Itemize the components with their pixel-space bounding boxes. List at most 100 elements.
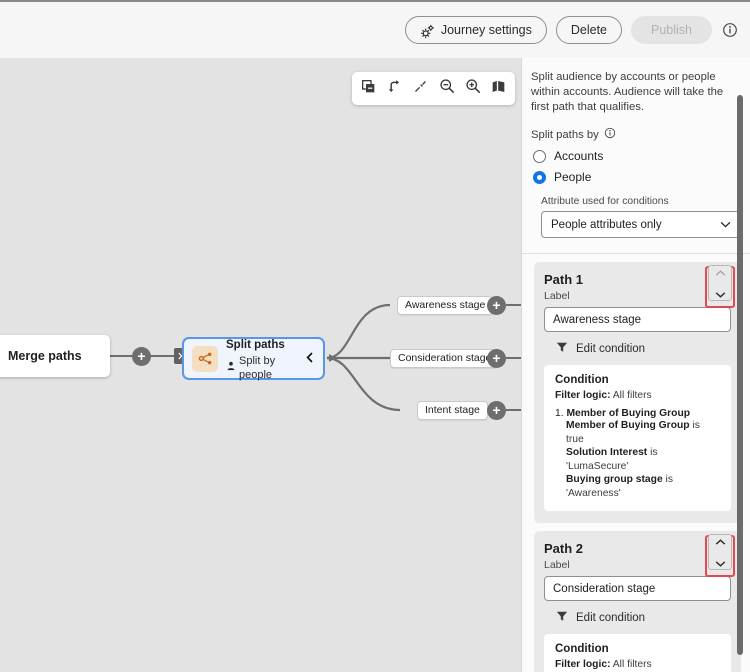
zoom-out-tool[interactable] bbox=[435, 76, 458, 101]
panel-description: Split audience by accounts or people wit… bbox=[531, 71, 724, 113]
condition-filter-logic: Filter logic: All filters bbox=[555, 390, 720, 401]
path-2-label-value: Consideration stage bbox=[553, 582, 656, 595]
redo-arrow-icon bbox=[387, 79, 402, 99]
add-step-plus-branch-1[interactable]: + bbox=[487, 296, 506, 315]
zoom-out-icon bbox=[439, 78, 455, 99]
zoom-in-icon bbox=[465, 78, 481, 99]
share-split-icon bbox=[192, 345, 218, 372]
condition-line-attr: Solution Interest bbox=[566, 447, 648, 458]
condition-line-attr: Member of Buying Group bbox=[566, 420, 690, 431]
filter-icon bbox=[556, 610, 568, 625]
chevron-up-icon[interactable] bbox=[715, 532, 726, 550]
filter-icon bbox=[556, 341, 568, 356]
path-2-title: Path 2 bbox=[544, 541, 584, 556]
path-1-edit-condition-label: Edit condition bbox=[576, 342, 646, 355]
radio-people-label: People bbox=[554, 170, 592, 184]
path-2-condition-box: Condition Filter logic: All filters 1. M… bbox=[544, 634, 731, 672]
branch-label-3[interactable]: Intent stage bbox=[417, 401, 488, 420]
canvas-toolbar bbox=[352, 72, 515, 105]
attribute-select[interactable]: People attributes only bbox=[541, 211, 741, 238]
split-paths-title: Split paths bbox=[226, 339, 285, 351]
person-icon bbox=[226, 361, 236, 375]
top-toolbar: Journey settings Delete Publish bbox=[0, 0, 750, 58]
condition-title: Condition bbox=[555, 374, 609, 386]
add-step-plus-merge[interactable]: + bbox=[132, 347, 151, 366]
chevron-down-icon[interactable] bbox=[715, 554, 726, 572]
condition-index: 1. bbox=[555, 408, 564, 419]
chevron-down-icon bbox=[720, 219, 731, 231]
chevron-up-icon[interactable] bbox=[715, 263, 726, 281]
collapse-chevron-icon[interactable] bbox=[305, 351, 315, 367]
condition-filter-logic: Filter logic: All filters bbox=[555, 659, 720, 670]
path-2-reorder-control[interactable] bbox=[708, 534, 732, 570]
branch-label-1[interactable]: Awareness stage bbox=[397, 296, 494, 315]
path-2-edit-condition-button[interactable]: Edit condition bbox=[556, 610, 731, 625]
condition-line: Buying group stage is 'Awareness' bbox=[566, 473, 720, 500]
plus-glyph: + bbox=[492, 350, 501, 366]
split-paths-by-label: Split paths by bbox=[531, 128, 599, 141]
split-paths-by-row: Split paths by bbox=[522, 115, 750, 142]
journey-canvas[interactable]: Merge paths + Split paths bbox=[0, 58, 521, 672]
minimap-icon bbox=[491, 79, 506, 99]
plus-glyph: + bbox=[492, 297, 501, 313]
add-step-plus-branch-2[interactable]: + bbox=[487, 349, 506, 368]
branch-label-2[interactable]: Consideration stage bbox=[390, 349, 500, 368]
zoom-in-tool[interactable] bbox=[461, 76, 484, 101]
info-circle-icon[interactable] bbox=[604, 127, 616, 142]
merge-paths-label: Merge paths bbox=[8, 349, 82, 363]
branch-label-text: Consideration stage bbox=[398, 352, 492, 364]
path-1-label-input[interactable]: Awareness stage bbox=[544, 307, 731, 332]
split-paths-settings-panel: Split audience by accounts or people wit… bbox=[521, 58, 750, 672]
attribute-select-value: People attributes only bbox=[551, 218, 662, 231]
branch-label-text: Awareness stage bbox=[405, 299, 486, 311]
condition-group-row: 1. Member of Buying Group bbox=[555, 408, 720, 419]
path-2-reorder-highlight bbox=[705, 534, 735, 577]
radio-option-accounts[interactable]: Accounts bbox=[522, 142, 750, 163]
copy-layers-icon bbox=[361, 79, 376, 99]
condition-line-val: is true bbox=[566, 420, 700, 445]
attribute-caption: Attribute used for conditions bbox=[541, 196, 669, 207]
condition-line-val: is 'LumaSecure' bbox=[566, 447, 658, 472]
redo-tool[interactable] bbox=[383, 76, 406, 101]
info-circle-icon[interactable] bbox=[722, 22, 738, 38]
path-2-label-input[interactable]: Consideration stage bbox=[544, 576, 731, 601]
path-1-label-value: Awareness stage bbox=[553, 313, 642, 326]
filter-logic-value: All filters bbox=[612, 390, 652, 401]
chevron-down-icon[interactable] bbox=[715, 285, 726, 303]
condition-group-name: Member of Buying Group bbox=[566, 408, 691, 419]
path-1-title: Path 1 bbox=[544, 272, 584, 287]
path-1-label-caption: Label bbox=[544, 290, 570, 302]
duplicate-tool[interactable] bbox=[357, 76, 380, 101]
condition-line-val: is 'Awareness' bbox=[566, 474, 673, 499]
publish-button: Publish bbox=[631, 16, 712, 44]
split-node-expand-tab[interactable] bbox=[174, 348, 185, 364]
split-paths-node[interactable]: Split paths Split by people bbox=[182, 337, 325, 381]
delete-label: Delete bbox=[570, 23, 607, 37]
filter-logic-caption: Filter logic: bbox=[555, 659, 611, 670]
radio-accounts-label: Accounts bbox=[554, 149, 604, 163]
panel-scrollbar[interactable] bbox=[737, 95, 743, 655]
radio-accounts-indicator[interactable] bbox=[533, 149, 546, 163]
radio-people-indicator[interactable] bbox=[533, 170, 546, 184]
fit-view-tool[interactable] bbox=[409, 76, 432, 101]
branch-label-text: Intent stage bbox=[425, 404, 480, 416]
plus-glyph: + bbox=[137, 348, 146, 364]
path-1-condition-box: Condition Filter logic: All filters 1. M… bbox=[544, 365, 731, 511]
delete-button[interactable]: Delete bbox=[555, 16, 622, 44]
radio-option-people[interactable]: People bbox=[522, 163, 750, 184]
add-step-plus-branch-3[interactable]: + bbox=[487, 401, 506, 420]
journey-settings-label: Journey settings bbox=[440, 23, 532, 37]
minimap-tool[interactable] bbox=[487, 76, 510, 101]
merge-paths-node[interactable]: Merge paths bbox=[0, 335, 110, 377]
connector-wires bbox=[110, 303, 521, 412]
path-2-label-caption: Label bbox=[544, 559, 570, 571]
condition-line: Member of Buying Group is true bbox=[566, 419, 720, 446]
path-1-reorder-control[interactable] bbox=[708, 265, 732, 301]
condition-list: 1. Member of Buying Group Member of Buyi… bbox=[555, 408, 720, 500]
filter-logic-value: All filters bbox=[612, 659, 652, 670]
publish-label: Publish bbox=[651, 23, 692, 37]
path-1-reorder-highlight bbox=[705, 265, 735, 308]
journey-settings-button[interactable]: Journey settings bbox=[404, 16, 547, 44]
path-1-edit-condition-button[interactable]: Edit condition bbox=[556, 341, 731, 356]
collapse-arrows-icon bbox=[413, 79, 428, 99]
